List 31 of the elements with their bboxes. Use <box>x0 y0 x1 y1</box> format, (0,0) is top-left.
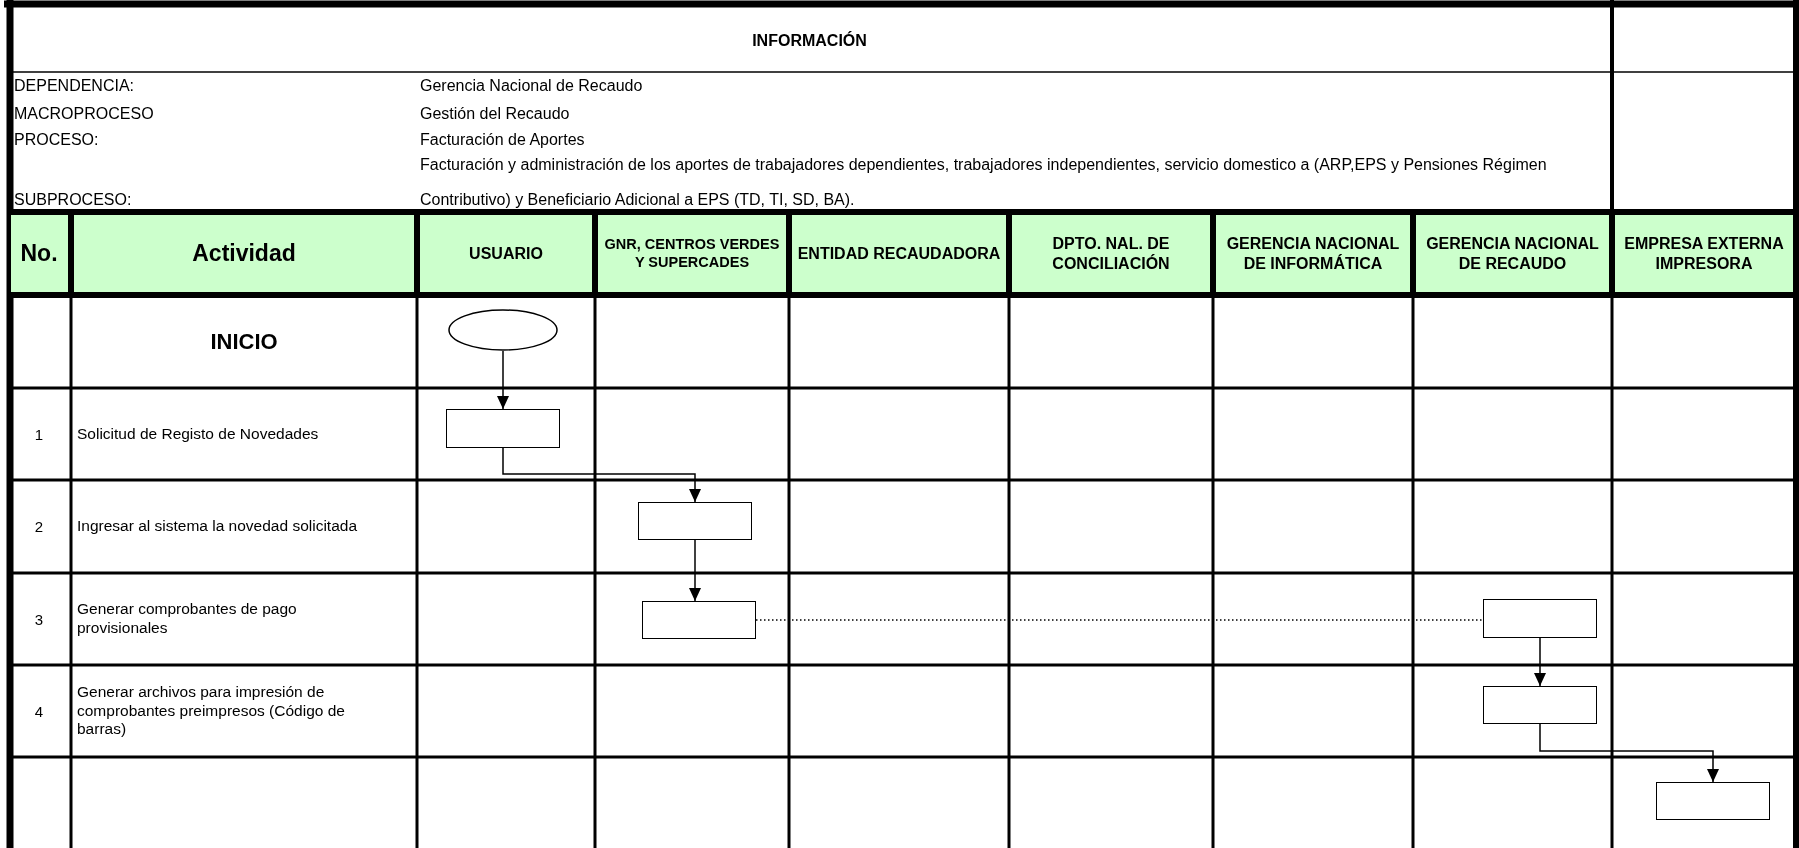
process-box <box>1483 599 1597 638</box>
process-box <box>1656 782 1770 820</box>
process-box <box>1483 686 1597 724</box>
field-value: Gestión del Recaudo <box>420 104 571 124</box>
field-value: Facturación de Aportes <box>420 130 586 150</box>
process-box <box>638 502 752 540</box>
activity-text: Generar archivos para impresión de comprobantes preimpresos (Código de barras) <box>76 682 346 740</box>
field-label: SUBPROCESO: <box>14 190 133 210</box>
dotted-connector <box>755 619 1484 621</box>
step-number: 4 <box>33 701 45 722</box>
title: INFORMACIÓN <box>751 30 868 51</box>
activity-text: Generar comprobantes de pago provisionales <box>76 599 298 638</box>
field-value: Gerencia Nacional de Recaudo <box>420 76 644 96</box>
activity-text: Ingresar al sistema la novedad solicitada <box>76 516 358 537</box>
arrow <box>497 350 509 410</box>
step-number: 2 <box>33 517 45 537</box>
step-number: 3 <box>33 609 45 630</box>
process-box <box>446 409 560 448</box>
activity-text: Solicitud de Registo de Novedades <box>76 423 320 444</box>
start-ellipse <box>448 309 558 351</box>
arrow <box>689 539 701 602</box>
field-label: DEPENDENCIA: <box>14 76 136 96</box>
field-label: PROCESO: <box>14 130 100 150</box>
step-title: INICIO <box>209 327 279 356</box>
arrow <box>502 447 701 503</box>
arrow <box>1539 723 1719 783</box>
field-value: Facturación y administración de los aportes de trabajadores dependientes, trabajadores independientes, servicio domestico a (ARP,EPS y Pensiones Régimen Contributivo) y Beneficiario Adicional a EPS (TD, TI, SD, BA). <box>420 155 1548 210</box>
process-box <box>642 601 756 639</box>
step-number: 1 <box>33 424 45 445</box>
arrow <box>1534 637 1546 687</box>
field-label: MACROPROCESO <box>14 104 155 124</box>
